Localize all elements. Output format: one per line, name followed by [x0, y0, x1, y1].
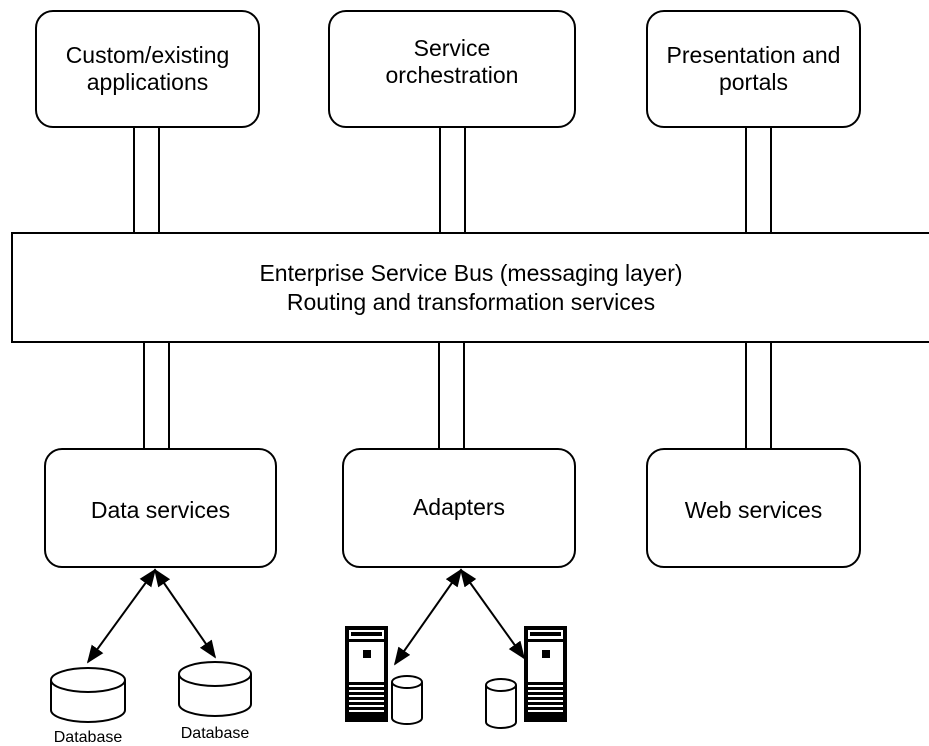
connector-top-right	[745, 127, 772, 233]
database-icon	[178, 661, 252, 717]
presentation-and-portals-box: Presentation and portals	[646, 10, 861, 128]
adapters-box: Adapters	[342, 448, 576, 568]
web-services-box: Web services	[646, 448, 861, 568]
cylinder-icon	[485, 678, 517, 729]
connector-top-left	[133, 127, 160, 233]
database-label-2: Database	[181, 725, 250, 742]
connector-bottom-left	[143, 342, 170, 449]
server-tower-icon	[345, 626, 388, 722]
database-icon	[50, 667, 126, 723]
database-label-1: Database	[54, 729, 123, 746]
connector-bottom-right	[745, 342, 772, 449]
server-tower-icon	[524, 626, 567, 722]
arrow-data-services-to-database-2	[153, 568, 217, 659]
connector-top-center	[439, 127, 466, 233]
enterprise-service-bus: Enterprise Service Bus (messaging layer)…	[11, 232, 929, 343]
arrow-adapters-to-server-1	[393, 568, 463, 666]
data-services-box: Data services	[44, 448, 277, 568]
custom-existing-applications-box: Custom/existing applications	[35, 10, 260, 128]
service-orchestration-box: Service orchestration	[328, 10, 576, 128]
cylinder-icon	[391, 675, 423, 725]
bus-subtitle: Routing and transformation services	[286, 288, 656, 315]
arrow-data-services-to-database-1	[86, 568, 157, 664]
arrow-adapters-to-server-2	[459, 568, 526, 660]
bus-title: Enterprise Service Bus (messaging layer)	[259, 259, 683, 286]
connector-bottom-center	[438, 342, 465, 449]
